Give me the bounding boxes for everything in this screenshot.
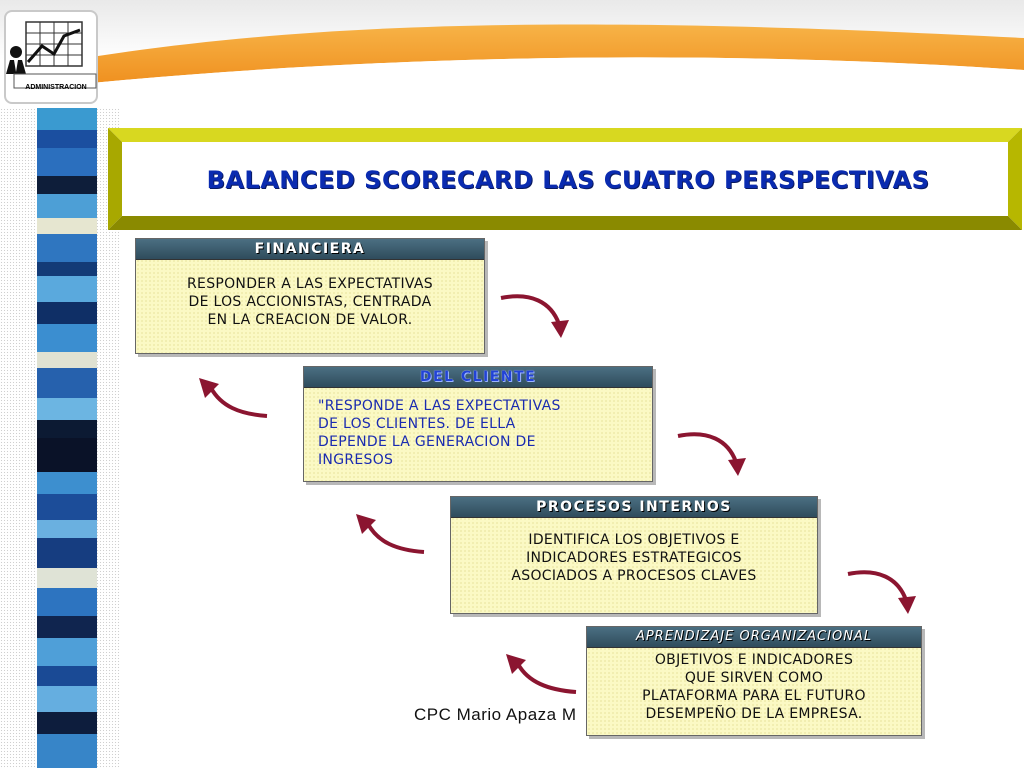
box-text: IDENTIFICA LOS OBJETIVOS E INDICADORES E… [511, 532, 757, 584]
box-heading: PROCESOS INTERNOS [451, 497, 817, 518]
chart-person-icon [6, 21, 97, 89]
arrow-up-left-icon [506, 654, 577, 694]
banner-frame [108, 128, 1022, 230]
arrow-up-left-icon [199, 378, 268, 418]
administracion-logo: ADMINISTRACION [4, 10, 98, 104]
page-title: BALANCED SCORECARD LAS CUATRO PERSPECTIV… [206, 166, 930, 194]
title-banner: BALANCED SCORECARD LAS CUATRO PERSPECTIV… [108, 128, 1022, 232]
box-heading: FINANCIERA [136, 239, 484, 260]
header-swoosh [0, 0, 1024, 110]
perspective-box-procesos: PROCESOS INTERNOS IDENTIFICA LOS OBJETIV… [450, 496, 818, 614]
arrow-down-right-icon [500, 294, 569, 338]
logo-label: ADMINISTRACION [25, 84, 87, 91]
arrow-down-right-icon [847, 570, 916, 614]
box-heading: APRENDIZAJE ORGANIZACIONAL [587, 627, 921, 648]
box-text: "RESPONDE A LAS EXPECTATIVAS DE LOS CLIE… [318, 398, 561, 468]
box-text: OBJETIVOS E INDICADORES QUE SIRVEN COMO … [642, 652, 866, 722]
perspective-box-aprendizaje: APRENDIZAJE ORGANIZACIONAL OBJETIVOS E I… [586, 626, 922, 736]
perspective-box-cliente: DEL CLIENTE "RESPONDE A LAS EXPECTATIVAS… [303, 366, 653, 482]
arrow-down-right-icon [677, 432, 746, 476]
box-heading: DEL CLIENTE [304, 367, 652, 388]
arrow-up-left-icon [356, 514, 425, 554]
decorative-stripe [37, 108, 97, 768]
perspective-box-financiera: FINANCIERA RESPONDER A LAS EXPECTATIVAS … [135, 238, 485, 354]
box-text: RESPONDER A LAS EXPECTATIVAS DE LOS ACCI… [187, 276, 433, 328]
author-footer: CPC Mario Apaza M [414, 705, 577, 724]
